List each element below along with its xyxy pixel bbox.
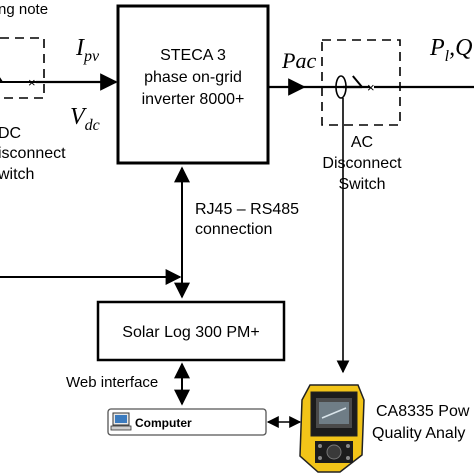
pac-label: Pac bbox=[281, 48, 316, 73]
inverter-label-2: phase on-grid bbox=[144, 69, 242, 86]
inverter-label-3: inverter 8000+ bbox=[142, 91, 245, 108]
power-analyzer-device bbox=[299, 384, 365, 473]
ac-switch-label-2: Disconnect bbox=[322, 155, 402, 172]
inverter-label-1: STECA 3 bbox=[160, 47, 226, 64]
pl-q-label: Pl,Q bbox=[429, 35, 472, 65]
analyzer-label-1: CA8335 Pow bbox=[376, 403, 470, 420]
rj45-label-2: connection bbox=[195, 221, 272, 238]
vdc-label: Vdc bbox=[70, 104, 100, 134]
ac-switch-label-1: AC bbox=[351, 134, 373, 151]
analyzer-label-2: Quality Analy bbox=[372, 425, 465, 442]
dc-disconnect-switch: × bbox=[0, 37, 45, 99]
svg-text:×: × bbox=[367, 80, 375, 95]
dc-switch-label-2: isconnect bbox=[0, 145, 66, 162]
solar-log-label: Solar Log 300 PM+ bbox=[122, 324, 259, 341]
solar-log-box bbox=[96, 300, 286, 362]
svg-text:×: × bbox=[28, 75, 36, 90]
computer-label: Computer bbox=[135, 416, 192, 430]
rj45-label-1: RJ45 – RS485 bbox=[195, 201, 299, 218]
computer-icon bbox=[110, 412, 132, 431]
ac-disconnect-switch: × bbox=[321, 39, 401, 126]
inverter-box bbox=[116, 4, 270, 165]
web-interface-label: Web interface bbox=[66, 374, 158, 391]
computer-box bbox=[107, 408, 267, 436]
dc-switch-label-1: DC bbox=[0, 125, 21, 142]
dc-switch-label-3: witch bbox=[0, 166, 34, 183]
ac-switch-label-3: Switch bbox=[338, 176, 385, 193]
top-left-note: ng note bbox=[0, 1, 48, 18]
ipv-label: Ipv bbox=[75, 35, 100, 65]
